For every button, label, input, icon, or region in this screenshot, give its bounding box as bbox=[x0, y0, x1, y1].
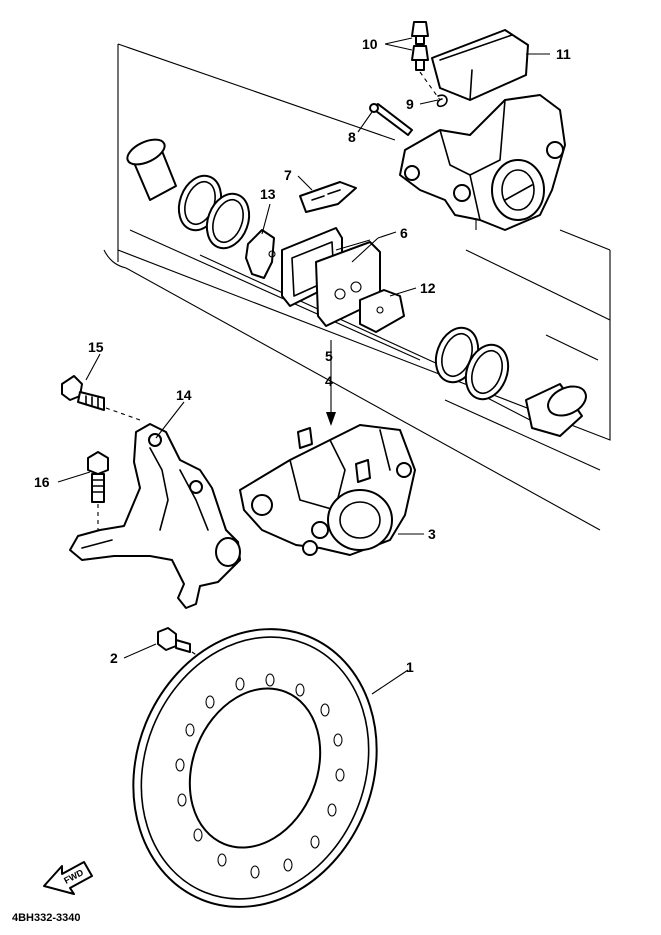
brake-disc bbox=[132, 628, 378, 908]
fwd-arrow-icon: FWD bbox=[43, 861, 93, 895]
callout-4: 4 bbox=[325, 373, 333, 389]
callout-15: 15 bbox=[88, 339, 104, 355]
assembly-arrow bbox=[326, 340, 336, 426]
callout-5: 5 bbox=[325, 348, 333, 364]
callout-13: 13 bbox=[260, 186, 276, 202]
disc-holes bbox=[175, 673, 345, 879]
diagram-code: 4BH332-3340 bbox=[12, 912, 81, 924]
bolt-16 bbox=[87, 451, 109, 530]
lower-seals bbox=[434, 326, 510, 401]
pad-spring bbox=[299, 181, 357, 213]
callout-2: 2 bbox=[110, 650, 118, 666]
bleed-screw bbox=[411, 21, 441, 101]
pad-shim-outer bbox=[359, 289, 405, 333]
upper-caliper bbox=[399, 94, 566, 231]
callout-labels: 10 11 9 8 7 13 6 12 5 4 15 14 16 3 2 1 bbox=[34, 36, 571, 675]
bolt-15 bbox=[61, 375, 141, 421]
callout-9: 9 bbox=[406, 96, 414, 112]
lower-piston bbox=[525, 383, 587, 437]
callout-16: 16 bbox=[34, 474, 50, 490]
callout-11: 11 bbox=[556, 46, 571, 62]
callout-10: 10 bbox=[362, 36, 378, 52]
leader-lines bbox=[57, 37, 550, 695]
pad-shim bbox=[245, 229, 276, 279]
pad-pin bbox=[369, 103, 413, 136]
callout-1: 1 bbox=[406, 659, 414, 675]
upper-seals bbox=[177, 174, 251, 250]
callout-3: 3 bbox=[428, 526, 436, 542]
exploded-outline bbox=[103, 43, 611, 531]
callout-12: 12 bbox=[420, 280, 436, 296]
caliper-bracket bbox=[69, 423, 241, 609]
callout-8: 8 bbox=[348, 129, 356, 145]
callout-14: 14 bbox=[176, 387, 192, 403]
pad-cover bbox=[431, 29, 529, 101]
caliper-assembly bbox=[239, 424, 416, 556]
upper-piston bbox=[126, 138, 177, 201]
pin-clip bbox=[436, 94, 448, 108]
callout-6: 6 bbox=[400, 225, 408, 241]
callout-7: 7 bbox=[284, 167, 292, 183]
